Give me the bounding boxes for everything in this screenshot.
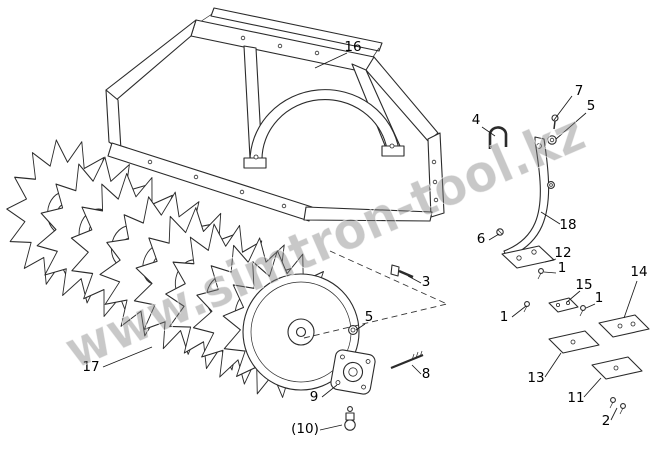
callout-15: 15 <box>575 277 592 293</box>
washer-5 <box>547 135 557 145</box>
plate-14 <box>598 314 650 338</box>
callout-12: 12 <box>554 245 571 261</box>
grease-fitting-10 <box>344 406 356 431</box>
callout-1-a: 1 <box>558 260 567 276</box>
plate-12 <box>501 245 555 269</box>
end-disc <box>242 273 360 391</box>
stud-8 <box>390 350 424 370</box>
frame-back-top-beam <box>210 7 383 52</box>
frame-left-diagonal <box>105 19 197 102</box>
callout-11: 11 <box>567 390 584 406</box>
leader-11 <box>583 377 602 398</box>
screw-1c <box>579 305 586 317</box>
frame-bottom-right-beam <box>303 206 433 222</box>
nut-5 <box>348 325 358 335</box>
leader-7 <box>553 95 573 121</box>
leader-13 <box>544 352 562 378</box>
callout-4: 4 <box>472 112 481 128</box>
callout-8: 8 <box>422 366 431 382</box>
callout-14: 14 <box>630 264 647 280</box>
leader-1b <box>511 305 527 318</box>
machine-frame <box>105 7 445 222</box>
frame-bottom-front-beam <box>107 142 313 222</box>
roller-assembly <box>1 136 360 405</box>
leader-4 <box>481 126 496 137</box>
bolt-3 <box>390 264 414 279</box>
screw-1a <box>537 268 544 280</box>
callout-2: 2 <box>602 413 611 429</box>
leader-18 <box>540 211 561 225</box>
hub-hardware <box>330 264 424 431</box>
washer-small <box>547 181 555 189</box>
frame-right-post <box>427 132 445 218</box>
leader-5-top <box>555 112 587 140</box>
callout-1-c: 1 <box>595 290 604 306</box>
bolt-6 <box>496 228 504 236</box>
leader-1a <box>543 271 557 274</box>
leader-lines <box>102 52 638 431</box>
callout-5-top: 5 <box>587 98 596 114</box>
bearing-block-left <box>243 157 267 169</box>
leader-12 <box>544 258 557 263</box>
leader-9 <box>321 384 338 398</box>
callout-6: 6 <box>477 231 486 247</box>
callout-3: 3 <box>422 274 431 290</box>
callout-13: 13 <box>527 370 544 386</box>
leader-15 <box>566 290 581 303</box>
leader-1c <box>585 303 596 309</box>
callout-9: 9 <box>310 389 319 405</box>
leader-17 <box>102 346 153 368</box>
callout-16: 16 <box>344 39 361 55</box>
callout-7: 7 <box>575 83 584 99</box>
leader-10 <box>319 424 343 431</box>
bracket-15 <box>548 297 579 313</box>
callout-18: 18 <box>559 217 576 233</box>
leader-6 <box>488 233 500 241</box>
callout-labels: 16 4 7 5 18 6 12 1 15 1 14 1 13 11 2 3 5… <box>82 39 647 437</box>
leader-3 <box>407 275 422 284</box>
leader-2 <box>610 407 618 421</box>
assembly-axis-lines <box>303 250 448 339</box>
callout-17: 17 <box>82 359 99 375</box>
leader-14 <box>623 280 638 319</box>
callout-1-b: 1 <box>500 309 509 325</box>
flange-plate-9 <box>330 349 376 395</box>
screw-1b <box>523 301 530 313</box>
frame-left-post <box>105 89 122 151</box>
leader-5-hub <box>355 323 366 331</box>
callout-5-hub: 5 <box>365 309 374 325</box>
clamp-4 <box>488 126 508 149</box>
leader-8 <box>411 364 422 375</box>
mounting-plates <box>501 245 650 415</box>
callout-10: (10) <box>291 421 319 437</box>
leader-16 <box>314 52 348 69</box>
screws-2 <box>609 397 626 415</box>
